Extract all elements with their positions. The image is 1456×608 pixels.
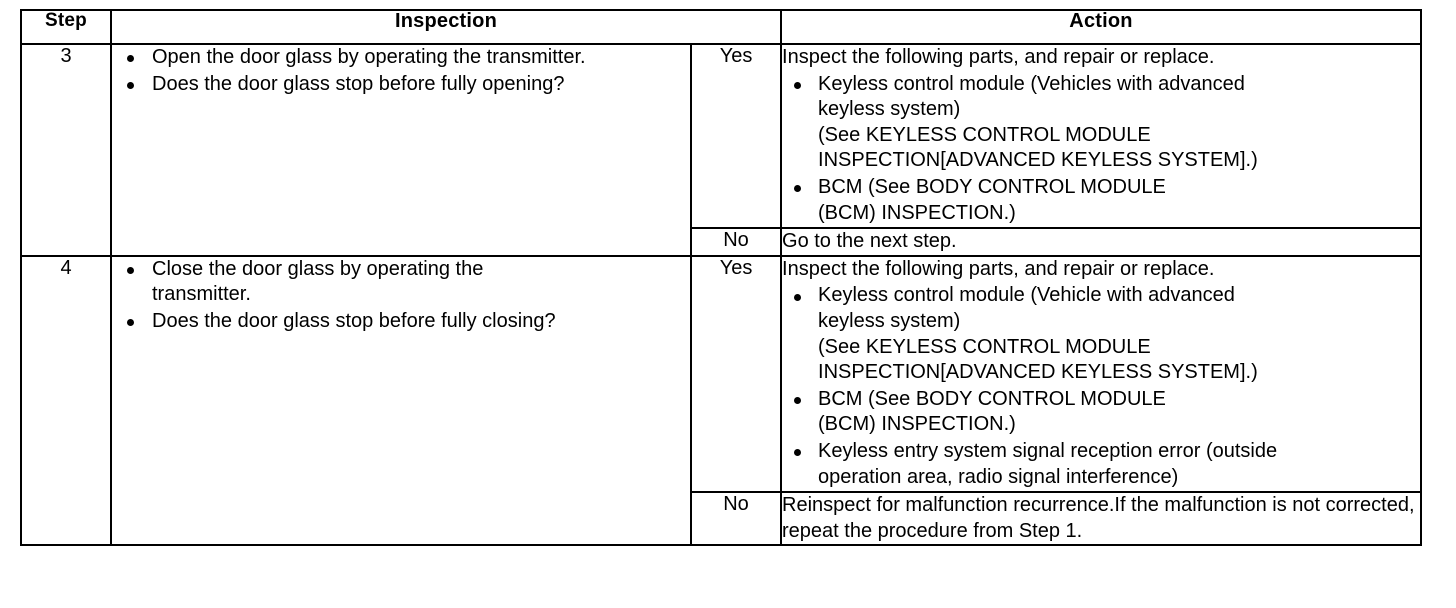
- diagnostic-table: Step Inspection Action 3 Open the door gl…: [20, 9, 1423, 547]
- bullet-text-line: keyless system): [818, 98, 961, 121]
- bullet-item: Open the door glass by operating the tra…: [112, 45, 690, 71]
- action-intro-text: Inspect the following parts, and repair …: [782, 257, 1215, 280]
- bullet-text: Open the door glass by operating the tra…: [152, 45, 690, 71]
- table-row: 4 Close the door glass by operating the tr…: [20, 254, 1423, 547]
- bullet-text-line: Does the door glass stop before fully op…: [152, 72, 565, 95]
- bullet-item: BCM (See BODY CONTROL MODULE (BCM) INSPEC…: [782, 175, 1420, 226]
- column-header-step: Step: [20, 9, 112, 45]
- bullet-text: BCM (See BODY CONTROL MODULE (BCM) INSPEC…: [818, 175, 1420, 226]
- bullet-text: Does the door glass stop before fully cl…: [152, 309, 690, 335]
- bullet-dot-icon: [127, 319, 134, 327]
- bullet-text-line: transmitter.: [152, 283, 251, 306]
- bullet-text-line: Open the door glass by operating the tra…: [152, 46, 586, 68]
- bullet-list: Keyless control module (Vehicles with ad…: [782, 72, 1420, 227]
- result-label-cell-no: No: [689, 491, 783, 547]
- bullet-list: Open the door glass by operating the tra…: [112, 45, 690, 97]
- inspection-cell: Open the door glass by operating the tra…: [110, 43, 692, 257]
- inspection-cell: Close the door glass by operating the tra…: [110, 254, 692, 547]
- bullet-text: Keyless control module (Vehicles with ad…: [818, 72, 1420, 174]
- bullet-text-line: BCM (See BODY CONTROL MODULE: [818, 387, 1166, 410]
- action-cell: Inspect the following parts, and repair …: [780, 42, 1423, 230]
- bullet-dot-icon: [127, 81, 134, 89]
- bullet-list: Close the door glass by operating the tra…: [112, 257, 690, 335]
- bullet-item: Keyless entry system signal reception er…: [782, 439, 1420, 490]
- bullet-text-line: Keyless control module (Vehicles with ad…: [818, 72, 1245, 95]
- bullet-item: Close the door glass by operating the tra…: [112, 257, 690, 308]
- bullet-dot-icon: [794, 397, 802, 405]
- bullet-dot-icon: [127, 55, 134, 63]
- action-cell: Reinspect for malfunction recurrence.If …: [780, 491, 1423, 547]
- bullet-dot-icon: [794, 185, 802, 193]
- bullet-item: Does the door glass stop before fully cl…: [112, 309, 690, 335]
- table-header: Step Inspection Action: [20, 9, 1423, 45]
- bullet-item: Does the door glass stop before fully op…: [112, 72, 690, 98]
- bullet-text-line: Keyless entry system signal reception er…: [818, 439, 1278, 462]
- bullet-text: Does the door glass stop before fully op…: [152, 72, 690, 98]
- bullet-item: Keyless control module (Vehicles with ad…: [782, 72, 1420, 174]
- bullet-text-line: operation area, radio signal interferenc…: [818, 465, 1179, 488]
- result-label-cell-yes: Yes: [689, 42, 783, 230]
- action-plain-text: Go to the next step.: [782, 230, 957, 253]
- bullet-text-line: Does the door glass stop before fully cl…: [152, 309, 556, 332]
- bullet-dot-icon: [794, 81, 802, 89]
- table-row: 3 Open the door glass by operating the tr…: [20, 42, 1423, 257]
- bullet-text-line: (See KEYLESS CONTROL MODULE: [818, 335, 1151, 358]
- bullet-dot-icon: [794, 293, 802, 301]
- column-header-inspection: Inspection: [109, 9, 783, 45]
- bullet-item: BCM (See BODY CONTROL MODULE (BCM) INSPEC…: [782, 387, 1420, 438]
- bullet-text-line: BCM (See BODY CONTROL MODULE: [818, 175, 1166, 198]
- bullet-list: Keyless control module (Vehicle with adv…: [782, 283, 1420, 490]
- bullet-text: Keyless entry system signal reception er…: [818, 439, 1420, 490]
- action-intro-text: Inspect the following parts, and repair …: [782, 46, 1215, 68]
- bullet-text-line: (BCM) INSPECTION.): [818, 413, 1016, 436]
- action-plain-text: Reinspect for malfunction recurrence.If …: [782, 494, 1415, 542]
- bullet-dot-icon: [127, 267, 134, 275]
- result-label-cell-no: No: [689, 227, 783, 257]
- bullet-text: BCM (See BODY CONTROL MODULE (BCM) INSPEC…: [818, 387, 1420, 438]
- bullet-text-line: (See KEYLESS CONTROL MODULE: [818, 123, 1151, 146]
- action-cell: Go to the next step.: [780, 227, 1423, 257]
- bullet-text-line: INSPECTION[ADVANCED KEYLESS SYSTEM].): [818, 361, 1258, 384]
- bullet-text-line: INSPECTION[ADVANCED KEYLESS SYSTEM].): [818, 149, 1258, 172]
- bullet-text-line: Keyless control module (Vehicle with adv…: [818, 284, 1235, 307]
- header-row: Step Inspection Action: [20, 9, 1423, 45]
- bullet-dot-icon: [794, 449, 802, 457]
- bullet-text: Close the door glass by operating the tra…: [152, 257, 690, 308]
- bullet-text-line: keyless system): [818, 309, 961, 332]
- bullet-text-line: Close the door glass by operating the: [152, 257, 484, 280]
- action-cell: Inspect the following parts, and repair …: [780, 254, 1423, 494]
- table-body: 3 Open the door glass by operating the tr…: [20, 42, 1423, 547]
- result-label-cell-yes: Yes: [689, 254, 783, 494]
- bullet-text-line: (BCM) INSPECTION.): [818, 201, 1016, 224]
- step-number-cell: 3: [20, 43, 112, 257]
- column-header-action: Action: [780, 9, 1423, 45]
- step-number-cell: 4: [20, 254, 112, 547]
- bullet-item: Keyless control module (Vehicle with adv…: [782, 283, 1420, 385]
- bullet-text: Keyless control module (Vehicle with adv…: [818, 283, 1420, 385]
